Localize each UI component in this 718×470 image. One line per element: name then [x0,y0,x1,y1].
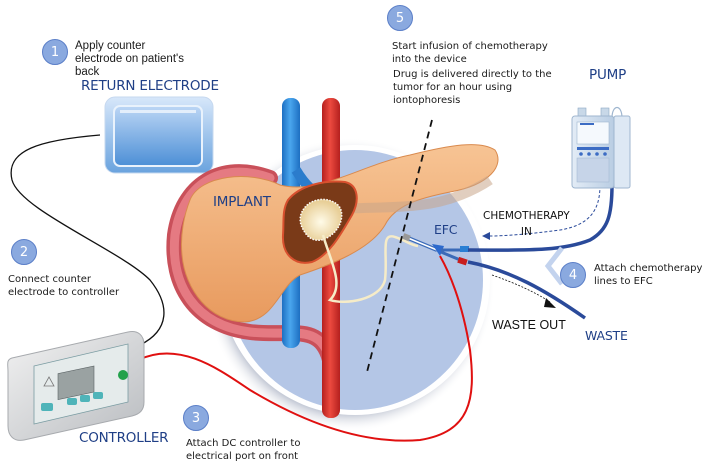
step-1-text: Apply counter electrode on patient's bac… [75,40,184,78]
chemo-in-arrow [489,184,601,237]
step-5-text: Start infusion of chemotherapy into the … [392,41,548,65]
return-electrode-pad [104,96,214,174]
infusion-pump [571,106,631,189]
step-2-badge: 2 [11,239,37,265]
step-3-badge: 3 [183,405,209,431]
step4-chevron [544,246,564,286]
step-2-text: Connect counter electrode to controller [8,274,120,298]
implant-label: IMPLANT [213,194,271,210]
step-5-detail: Drug is delivered directly to the tumor … [393,69,552,106]
waste-out-label: WASTE OUT [492,318,566,332]
waste-tubing [467,260,587,320]
step-5-badge: 5 [387,5,413,31]
efc-connector [402,233,469,266]
pump-label: PUMP [589,67,627,83]
step-4-text: Attach chemotherapy lines to EFC [594,263,703,287]
section-line [366,119,433,373]
electrical-wire [137,255,473,442]
step-4-badge: 4 [560,262,586,288]
step-3-text: Attach DC controller to electrical port … [186,438,301,462]
chemotherapy-in-label: CHEMOTHERAPY IN [483,210,570,238]
return-electrode-label: RETURN ELECTRODE [81,78,219,94]
counter-electrode-wire [10,134,165,346]
waste-label: WASTE [585,328,628,343]
controller-device [7,331,145,441]
step-1-badge: 1 [42,39,68,65]
chemo-in-tubing [467,184,614,252]
controller-label: CONTROLLER [79,430,169,446]
efc-label: EFC [434,222,458,237]
